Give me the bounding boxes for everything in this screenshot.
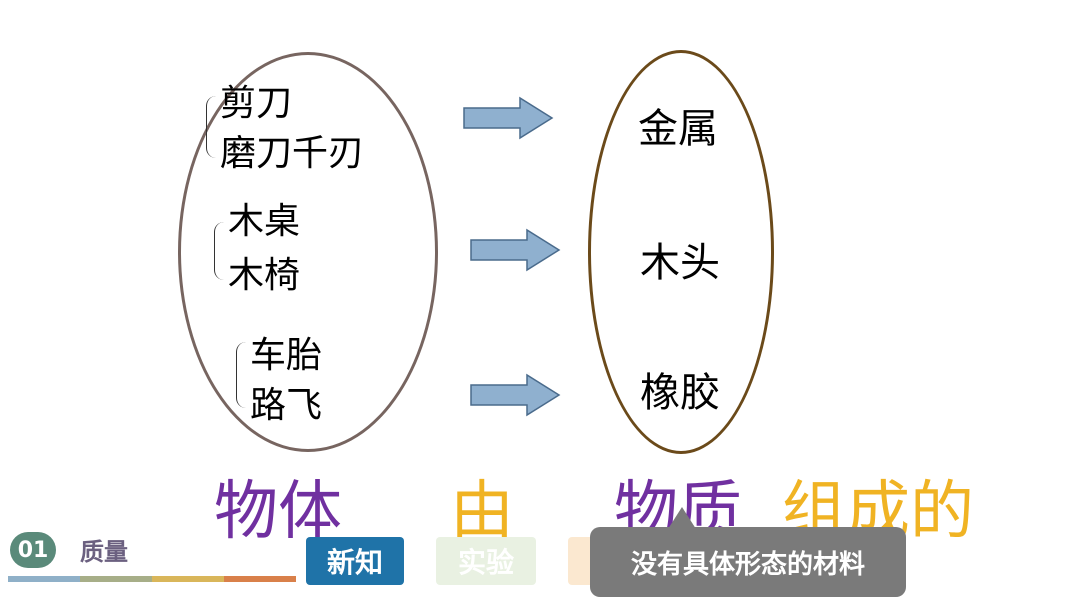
tab-new-knowledge[interactable]: 新知 xyxy=(306,537,404,585)
object-item: 木椅 xyxy=(228,255,301,296)
material-label: 木头 xyxy=(640,240,720,286)
footer-color-bar xyxy=(8,576,296,582)
brace-2 xyxy=(214,222,225,280)
section-title: 质量 xyxy=(80,538,128,566)
brace-3 xyxy=(236,342,247,408)
tooltip-text: 没有具体形态的材料 xyxy=(630,549,865,580)
arrow-right-icon xyxy=(470,373,561,417)
section-number: 01 xyxy=(17,537,49,563)
sentence-objects: 物体 xyxy=(214,475,342,549)
tooltip-body: 没有具体形态的材料 xyxy=(590,527,906,597)
tooltip: 没有具体形态的材料 xyxy=(590,507,906,597)
brace-1 xyxy=(206,96,217,158)
object-item: 磨刀千刃 xyxy=(220,133,365,174)
material-label: 橡胶 xyxy=(640,370,720,416)
object-item: 木桌 xyxy=(228,201,301,242)
objects-ellipse xyxy=(178,52,438,452)
tab-label: 实验 xyxy=(457,546,514,579)
materials-ellipse xyxy=(588,50,774,454)
tooltip-pointer xyxy=(668,507,696,529)
tab-experiment[interactable]: 实验 xyxy=(436,537,536,585)
section-number-badge: 01 xyxy=(10,532,56,568)
arrow-right-icon xyxy=(463,96,554,140)
material-label: 金属 xyxy=(638,106,718,152)
arrow-right-icon xyxy=(470,228,561,272)
object-item: 车胎 xyxy=(250,335,323,376)
object-item: 剪刀 xyxy=(220,83,293,124)
tab-label: 新知 xyxy=(326,546,383,579)
sentence-by: 由 xyxy=(450,475,514,549)
object-item: 路飞 xyxy=(250,385,323,426)
